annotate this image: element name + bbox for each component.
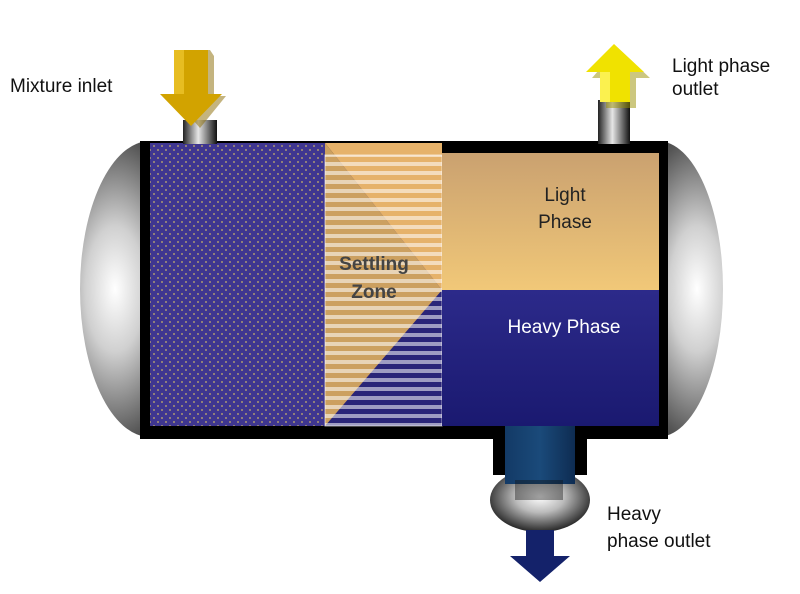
light-outlet-label-line1: Light phase [672,56,771,77]
settling-zone-label-line1: Settling [339,254,409,275]
light-outlet-arrow-icon [586,44,650,108]
light-outlet-label: Light phase outlet [672,55,770,101]
mixture-inlet-label: Mixture inlet [10,76,113,97]
heavy-phase-label: Heavy Phase [507,317,620,338]
mixture-region [150,143,325,426]
heavy-outlet-label: Heavy phase outlet [607,501,711,555]
light-phase-label-line1: Light [544,185,586,206]
light-phase-label-line2: Phase [538,212,592,233]
heavy-outlet-label-line2: phase outlet [607,531,711,552]
heavy-outlet-arrow-icon [510,530,570,582]
light-outlet-label-line2: outlet [672,79,719,100]
light-phase-layer [442,153,659,290]
settling-zone-label-line2: Zone [351,282,396,303]
settling-zone [324,143,443,427]
heavy-outlet-label-line1: Heavy [607,504,661,525]
mixture-inlet-arrow-icon [160,50,226,128]
heavy-phase-layer [442,290,659,426]
heavy-phase-boot [490,426,590,532]
